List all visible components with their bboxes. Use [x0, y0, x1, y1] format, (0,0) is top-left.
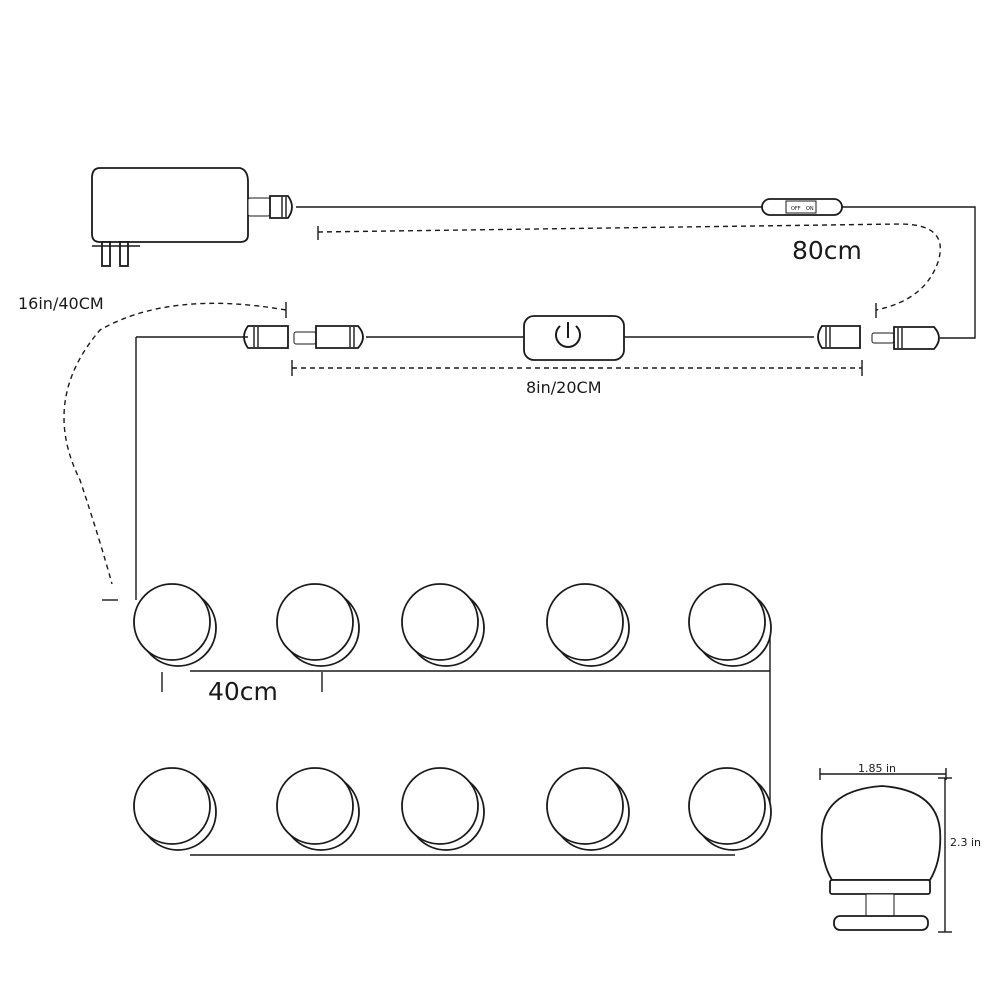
bulb-spacing-label: 40cm — [208, 677, 278, 706]
bulb-icon — [401, 767, 485, 851]
bulb-height-label: 2.3 in — [950, 836, 981, 849]
inline-switch-off-label: OFF — [791, 206, 801, 212]
bulb-detail-icon: 1.85 in 2.3 in — [819, 762, 981, 933]
switch-cable-length-label: 8in/20CM — [526, 378, 602, 397]
bulb-row-bottom — [133, 767, 772, 851]
bulb-icon — [133, 767, 217, 851]
bulb-spacing-dimension: 40cm — [161, 672, 323, 706]
switch-cable-right-socket-icon — [817, 325, 861, 349]
switch-cable-left-socket-icon — [243, 325, 289, 349]
left-lead-dimension: 16in/40CM — [18, 294, 287, 601]
adapter-dc-plug-icon — [247, 195, 293, 219]
bulb-icon — [401, 583, 485, 667]
bulb-icon — [688, 767, 772, 851]
main-cable-length-label: 80cm — [792, 236, 862, 265]
switch-cable-dimension: 8in/20CM — [291, 360, 863, 397]
inline-switch-icon: OFF ON — [761, 198, 843, 216]
main-cable-right — [842, 206, 976, 339]
bulb-icon — [688, 583, 772, 667]
bulb-icon — [276, 767, 360, 851]
bulb-icon — [546, 767, 630, 851]
bulb-icon — [546, 583, 630, 667]
bulb-width-label: 1.85 in — [858, 762, 896, 775]
bulb-icon — [133, 583, 217, 667]
right-dc-plug-icon — [871, 326, 940, 350]
touch-dimmer-switch-icon — [523, 315, 625, 361]
bulb-row-top — [133, 583, 772, 667]
bulb-icon — [276, 583, 360, 667]
inline-switch-on-label: ON — [806, 206, 814, 212]
left-lead-length-label: 16in/40CM — [18, 294, 104, 313]
main-cable-dimension: 80cm — [317, 223, 941, 318]
power-adapter-icon — [91, 167, 249, 267]
switch-cable-left-plug-icon — [293, 325, 364, 349]
